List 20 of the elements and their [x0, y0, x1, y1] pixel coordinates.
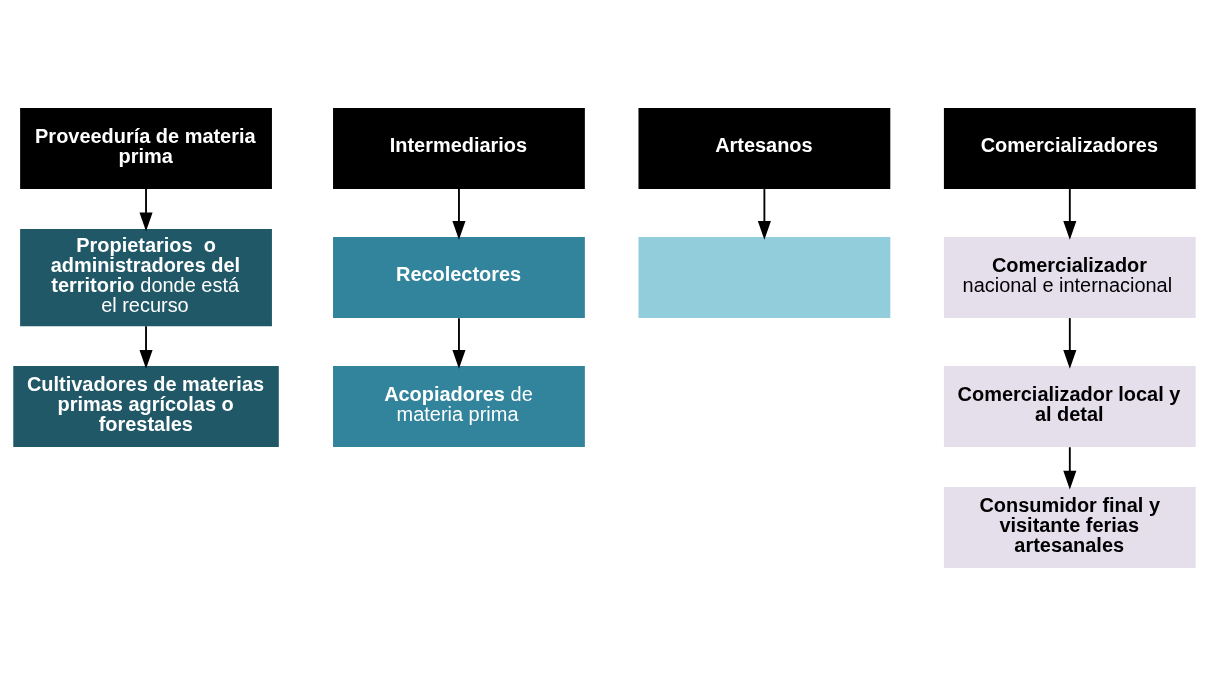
arrow	[1063, 445, 1077, 489]
node-box: Consumidor final y visitante ferias artesanales	[943, 486, 1196, 568]
node-box: Intermediarios	[333, 107, 585, 189]
node-box: Comercializador local y al detal	[943, 365, 1196, 447]
node-box: Cultivadores de materias primas agrícolas o forestales	[13, 365, 279, 447]
arrow	[1063, 187, 1077, 240]
arrow	[452, 187, 466, 240]
node-box: Artesanos	[638, 107, 891, 189]
node-box: Proveeduría de materia prima	[20, 107, 272, 189]
node-box: Comercializadores	[943, 107, 1196, 189]
arrow	[757, 187, 771, 240]
arrow	[452, 316, 466, 369]
node-box: Acopiadores de materia prima	[333, 365, 585, 447]
arrow	[1063, 316, 1077, 369]
node-box: Recolectores	[333, 236, 585, 318]
arrow	[139, 324, 153, 369]
arrow	[139, 187, 153, 231]
node-box: Propietarios o administradores del territorio donde está el recurso	[20, 228, 272, 326]
node-box	[638, 236, 891, 318]
node-box: Comercializador nacional e internacional	[943, 236, 1196, 318]
